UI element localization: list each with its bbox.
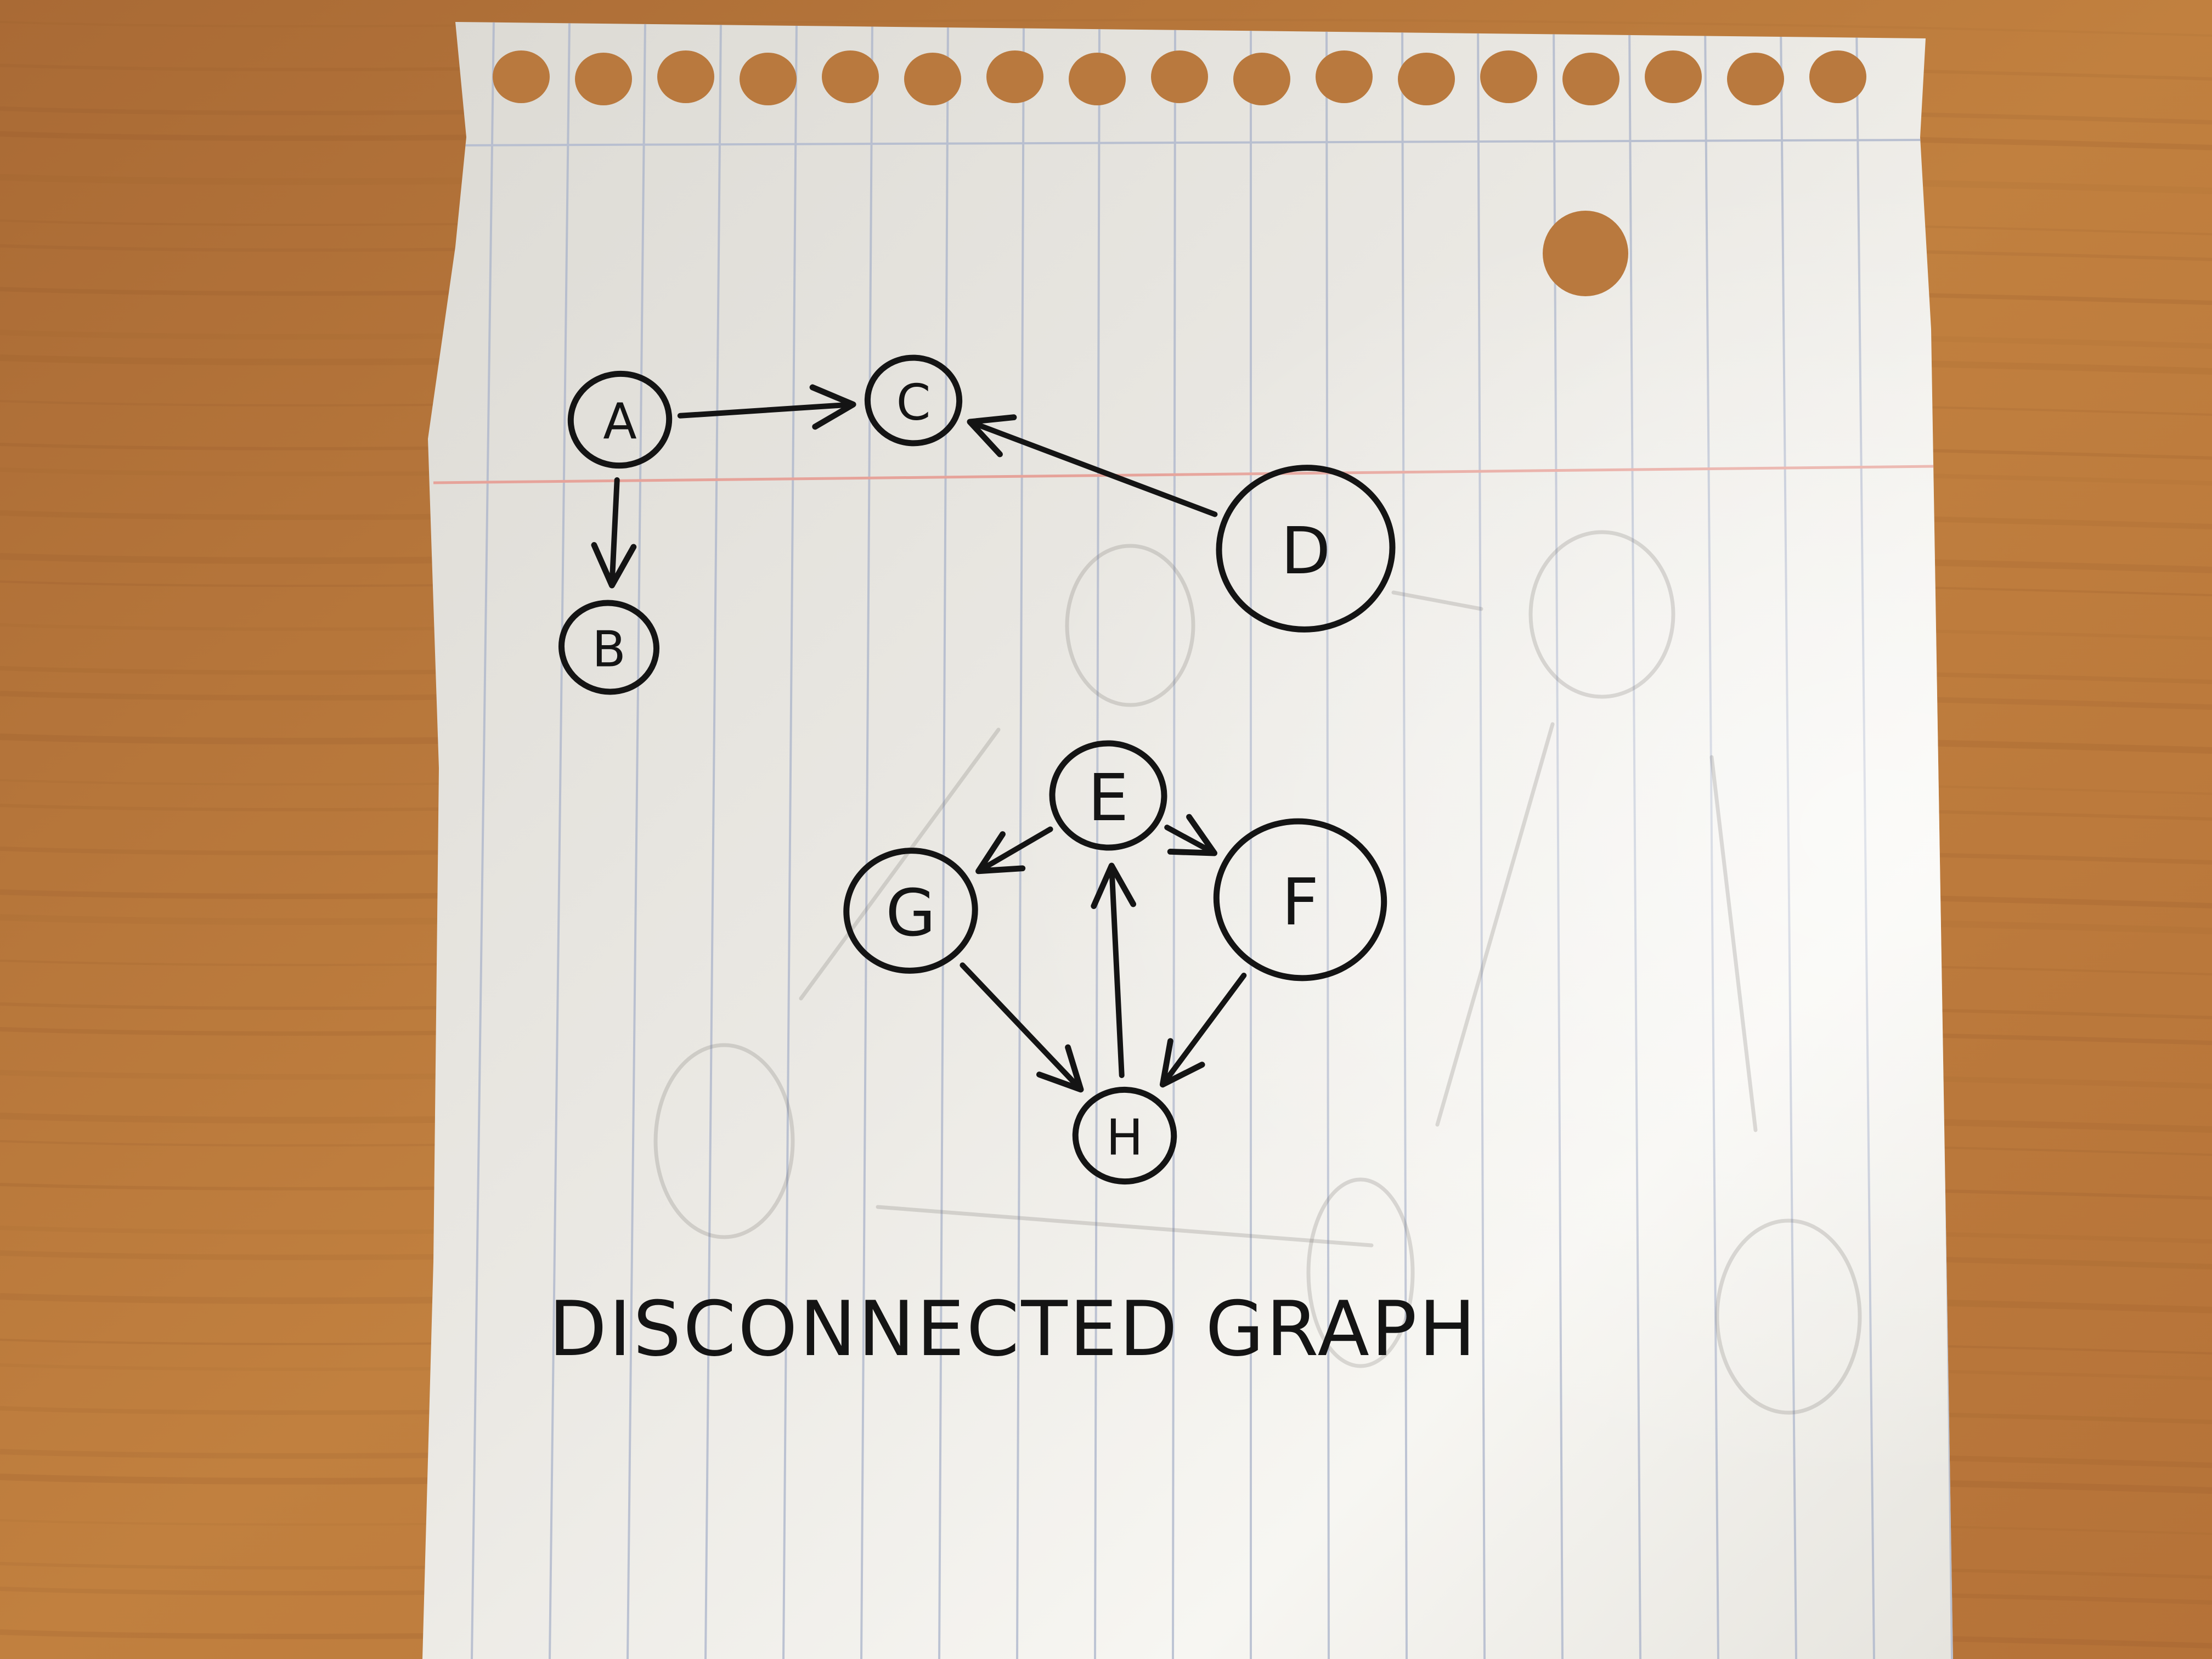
node-C-label: C <box>896 374 931 432</box>
binder-hole-large <box>1543 211 1628 296</box>
binder-hole <box>1151 50 1208 103</box>
edge-H-E <box>1091 862 1137 1079</box>
edge-E-G <box>975 826 1053 874</box>
edge-F-H <box>1159 973 1247 1088</box>
graph-nodes: A C B D E F G H <box>558 354 1396 1185</box>
binder-hole <box>1480 50 1537 103</box>
node-F: F <box>1213 818 1387 981</box>
node-E: E <box>1049 740 1167 851</box>
node-A-label: A <box>603 393 637 451</box>
node-G-circle <box>843 848 978 974</box>
binder-hole <box>1069 53 1126 105</box>
binder-hole <box>822 50 879 103</box>
graph-edges <box>591 384 1247 1093</box>
binder-hole <box>986 50 1043 103</box>
binder-hole <box>575 53 632 105</box>
binder-hole <box>493 50 550 103</box>
node-G-label: G <box>885 875 935 951</box>
node-D: D <box>1216 465 1396 633</box>
edge-E-F <box>1164 814 1218 856</box>
diagram-caption: DISCONNECTED GRAPH <box>549 1285 1481 1373</box>
binder-hole <box>1233 53 1290 105</box>
binder-hole <box>904 53 961 105</box>
node-H-circle <box>1072 1086 1177 1185</box>
binder-hole <box>1809 50 1866 103</box>
node-D-circle <box>1216 465 1396 633</box>
binder-hole <box>657 50 714 103</box>
edge-D-C <box>967 414 1218 517</box>
node-C-circle <box>864 354 963 447</box>
node-B: B <box>558 600 660 695</box>
node-F-circle <box>1213 818 1387 981</box>
node-E-circle <box>1049 740 1167 851</box>
node-G: G <box>843 848 978 974</box>
node-F-label: F <box>1282 864 1319 940</box>
binder-holes <box>493 50 1866 105</box>
node-C: C <box>864 354 963 447</box>
node-A-circle <box>567 370 673 469</box>
edge-G-H <box>960 962 1084 1093</box>
node-H-label: H <box>1106 1109 1143 1167</box>
binder-hole <box>1727 53 1784 105</box>
node-E-label: E <box>1088 760 1129 836</box>
wood-grain-line <box>0 19 2212 37</box>
show-through-marks <box>653 530 1862 1415</box>
edge-A-B <box>591 477 637 589</box>
binder-hole <box>1645 50 1702 103</box>
binder-hole <box>740 53 797 105</box>
binder-hole <box>1562 53 1620 105</box>
binder-hole <box>1316 50 1373 103</box>
node-B-circle <box>558 600 660 695</box>
node-B-label: B <box>592 621 626 679</box>
edge-A-C <box>677 384 856 430</box>
node-A: A <box>567 370 673 469</box>
binder-hole <box>1398 53 1455 105</box>
node-D-label: D <box>1281 513 1331 589</box>
node-H: H <box>1072 1086 1177 1185</box>
